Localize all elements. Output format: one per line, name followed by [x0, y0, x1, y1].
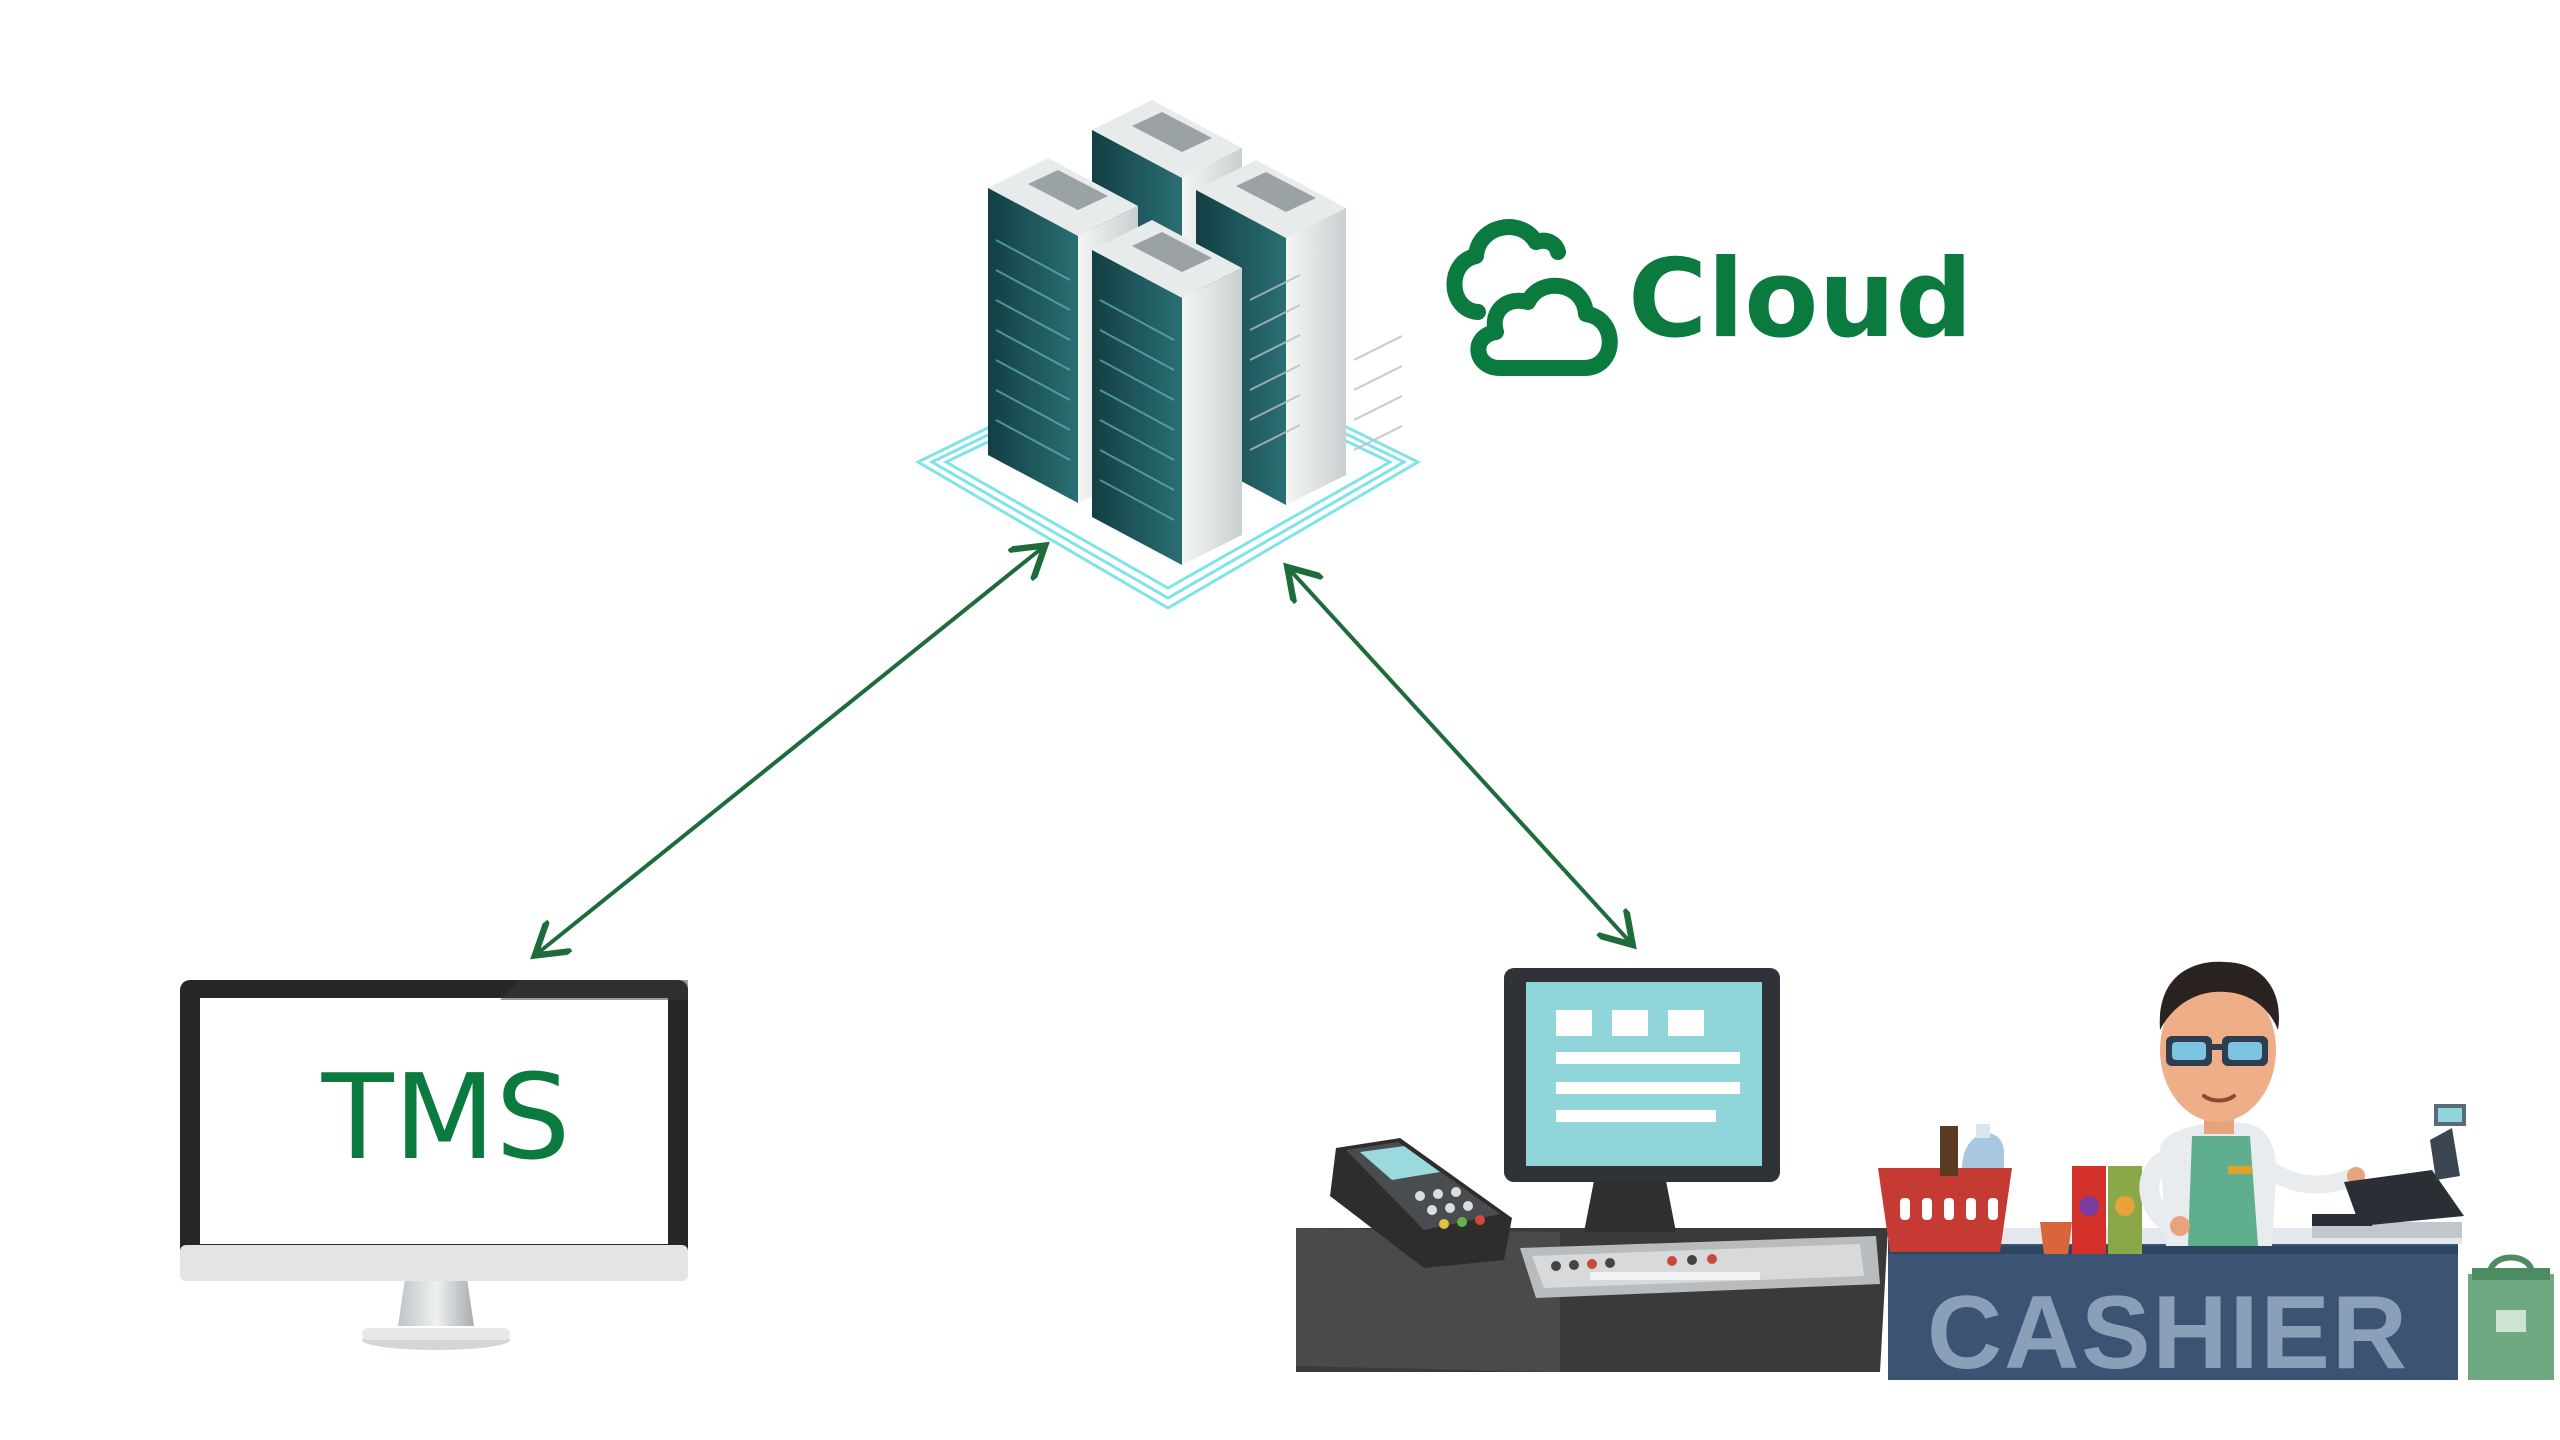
- card-reader-icon: [1330, 1138, 1512, 1268]
- connection-arrow-cloud-pos: [1290, 570, 1630, 942]
- cashier-label: CASHIER: [1927, 1275, 2409, 1391]
- shopping-bag-icon: [2468, 1254, 2554, 1380]
- tms-label: TMS: [321, 1048, 571, 1186]
- cash-register-icon: [2312, 1104, 2466, 1238]
- server-rack-icon: [914, 100, 1422, 610]
- cashier-counter: [1888, 1228, 2462, 1380]
- connection-arrow-tms-cloud: [538, 548, 1042, 953]
- grocery-items: [2040, 1166, 2142, 1254]
- pos-screen-content: [1556, 1010, 1740, 1122]
- shopping-basket-icon: [1878, 1124, 2012, 1252]
- cashier-person-icon: [2139, 961, 2365, 1246]
- keyboard-keys: [1551, 1254, 1760, 1280]
- cloud-icon: [1446, 219, 1618, 376]
- cloud-label: Cloud: [1628, 237, 1973, 362]
- rack-slot-lines: [995, 239, 1175, 521]
- card-reader-keys: [1415, 1187, 1485, 1229]
- monitor-icon: [180, 980, 688, 1350]
